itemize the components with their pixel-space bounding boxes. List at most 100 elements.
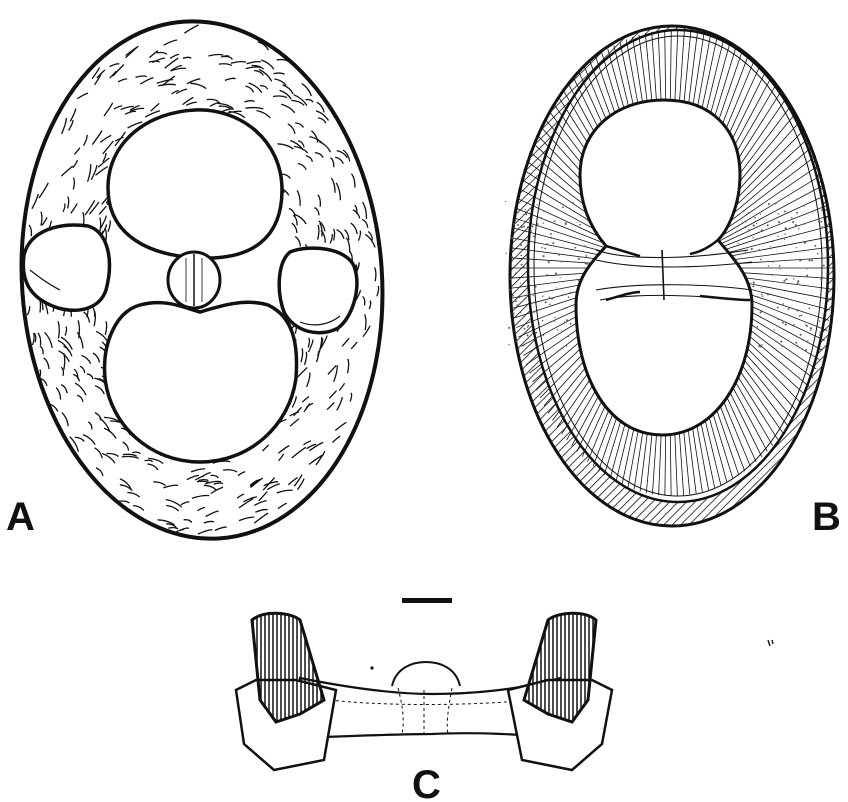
stipple-dot — [523, 226, 525, 228]
stipple-dot — [567, 336, 569, 338]
stipple-dot — [521, 226, 523, 228]
stipple-dot — [511, 237, 513, 239]
stipple-dot — [570, 323, 572, 325]
stipple-dot — [792, 221, 794, 223]
stipple-dot — [550, 237, 552, 239]
stipple-dot — [806, 325, 808, 327]
stipple-dot — [797, 345, 798, 346]
stipple-dot — [782, 322, 784, 324]
stipple-dot — [580, 228, 581, 229]
stipple-dot — [748, 229, 749, 230]
stipple-dot — [535, 286, 537, 288]
stipple-dot — [779, 265, 781, 267]
stipple-dot — [785, 278, 787, 280]
stipple-dot — [751, 248, 753, 250]
stipple-dot — [505, 253, 506, 254]
stipple-dot — [541, 247, 543, 249]
scale-bar — [402, 598, 452, 603]
stipple-dot — [555, 273, 557, 275]
stipple-dot — [512, 295, 514, 297]
stipple-dot — [806, 269, 807, 270]
stipple-dot — [799, 315, 801, 317]
stipple-dot — [767, 294, 769, 296]
stipple-dot — [797, 282, 799, 284]
stipple-dot — [754, 262, 755, 263]
stipple-dot — [536, 204, 537, 205]
stipple-dot — [546, 243, 548, 245]
stipple-dot — [586, 263, 588, 265]
stipple-dot — [744, 221, 746, 223]
stipple-dot — [574, 243, 575, 244]
stipple-dot — [760, 259, 762, 261]
stipple-dot — [578, 280, 579, 281]
stipple-dot — [808, 260, 810, 262]
stipple-dot — [756, 238, 757, 239]
stipple-dot — [814, 245, 816, 247]
stipple-dot — [818, 221, 820, 223]
stipple-dot — [520, 311, 522, 313]
stipple-dot — [795, 224, 797, 226]
stipple-dot — [525, 209, 526, 210]
stipple-dot — [548, 244, 549, 245]
stipple-dot — [516, 304, 517, 305]
stipple-dot — [519, 297, 521, 299]
stipple-dot — [554, 317, 555, 318]
stipple-dot — [525, 230, 527, 232]
stipple-dot — [761, 287, 762, 288]
stipple-dot — [786, 213, 788, 215]
stipple-dot — [541, 217, 542, 218]
stipple-dot — [766, 218, 767, 219]
stipple-dot — [767, 224, 769, 226]
speck-mark — [370, 666, 373, 669]
stipple-dot — [551, 298, 553, 300]
stipple-dot — [556, 208, 557, 209]
stipple-dot — [566, 319, 568, 321]
stipple-dot — [754, 217, 756, 219]
stipple-dot — [545, 301, 547, 303]
stipple-dot — [793, 278, 794, 279]
stipple-dot — [523, 266, 525, 268]
stipple-dot — [819, 334, 821, 336]
stipple-dot — [549, 314, 550, 315]
stipple-dot — [761, 344, 762, 345]
stipple-dot — [508, 327, 510, 329]
stipple-dot — [799, 259, 801, 261]
stipple-dot — [822, 277, 824, 279]
stipple-dot — [542, 320, 544, 322]
stipple-dot — [513, 230, 514, 231]
stipple-dot — [821, 266, 822, 267]
stipple-dot — [762, 296, 763, 297]
stipple-dot — [801, 348, 802, 349]
stipple-dot — [525, 214, 527, 216]
stipple-dot — [518, 208, 519, 209]
stipple-dot — [528, 250, 529, 251]
stipple-dot — [514, 313, 515, 314]
stipple-dot — [784, 239, 785, 240]
stipple-dot — [511, 256, 513, 258]
stipple-dot — [821, 209, 822, 210]
stipple-dot — [543, 334, 545, 336]
stipple-dot — [771, 274, 773, 276]
stipple-dot — [524, 328, 526, 330]
stipple-dot — [780, 269, 781, 270]
stipple-dot — [546, 274, 548, 276]
stipple-dot — [577, 222, 578, 223]
stipple-dot — [778, 222, 779, 223]
stipple-dot — [550, 321, 552, 323]
stipple-dot — [515, 300, 517, 302]
stipple-dot — [797, 310, 798, 311]
stipple-dot — [510, 278, 512, 280]
stipple-dot — [753, 282, 755, 284]
stipple-dot — [520, 283, 521, 284]
stipple-dot — [562, 294, 563, 295]
stipple-dot — [530, 230, 532, 232]
stipple-dot — [757, 326, 759, 328]
stipple-dot — [543, 255, 545, 257]
panel-label-c: C — [412, 763, 441, 802]
stipple-dot — [785, 227, 787, 229]
stipple-dot — [760, 346, 762, 348]
panel-c-diagram — [236, 598, 773, 770]
stipple-dot — [810, 327, 812, 329]
stipple-dot — [785, 324, 787, 326]
stipple-dot — [798, 228, 799, 229]
